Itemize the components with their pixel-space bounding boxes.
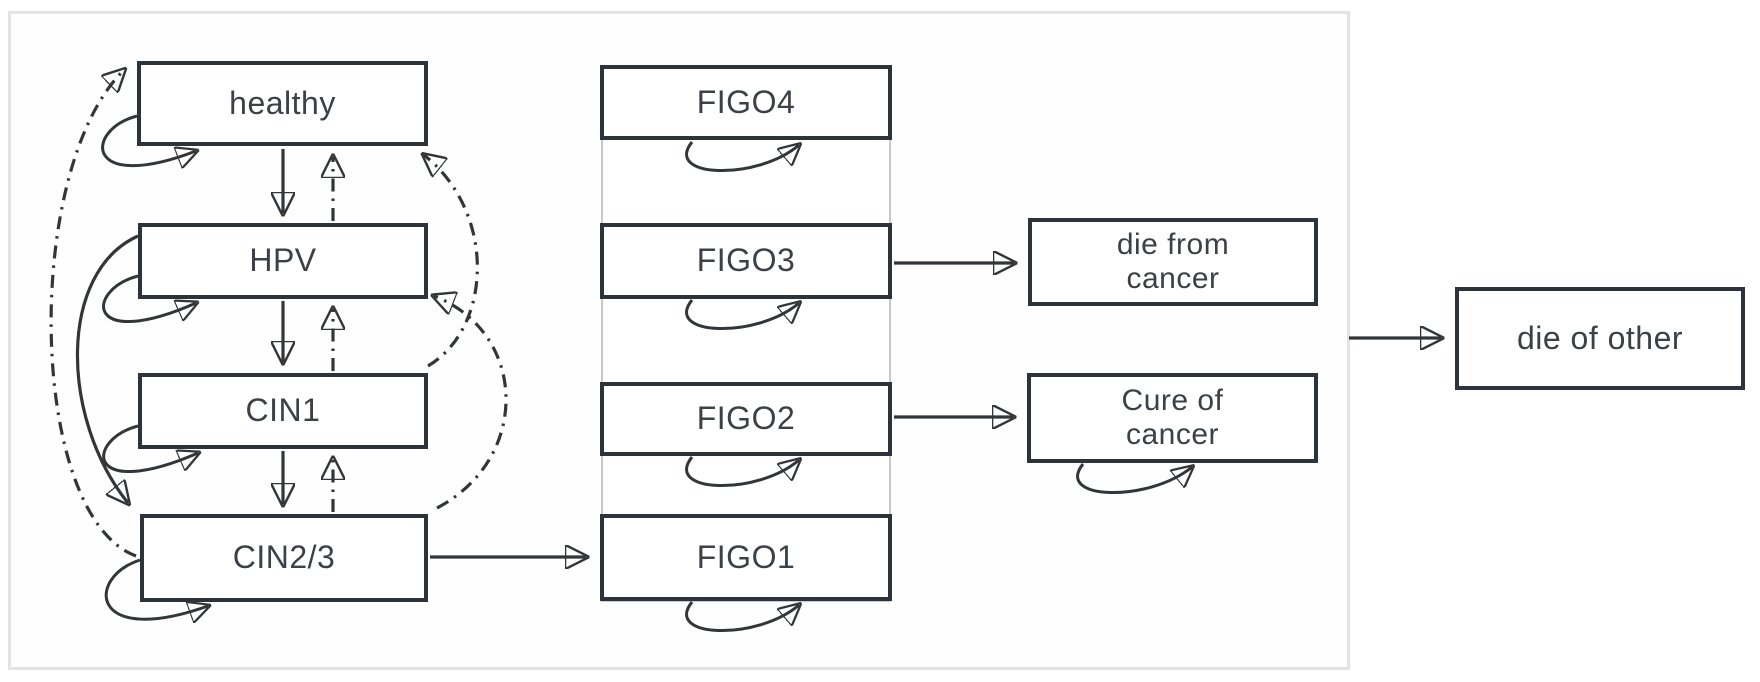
node-figo4: FIGO4 xyxy=(600,65,892,140)
node-figo2-label: FIGO2 xyxy=(696,400,796,437)
node-die-from-cancer-line2: cancer xyxy=(1126,262,1220,295)
node-figo3: FIGO3 xyxy=(600,223,892,299)
node-die-from-cancer: die from cancer xyxy=(1028,218,1318,306)
node-die-of-other: die of other xyxy=(1455,287,1745,390)
node-figo1: FIGO1 xyxy=(600,514,892,601)
node-cin1-label: CIN1 xyxy=(245,392,321,429)
node-cin2-3-label: CIN2/3 xyxy=(232,539,336,576)
node-cin2-3: CIN2/3 xyxy=(140,514,428,602)
node-cin1: CIN1 xyxy=(138,373,428,449)
node-hpv: HPV xyxy=(138,223,428,299)
node-healthy-label: healthy xyxy=(229,84,336,121)
node-cure-of-cancer-line2: cancer xyxy=(1125,418,1220,451)
node-healthy: healthy xyxy=(137,61,428,146)
node-figo1-label: FIGO1 xyxy=(696,538,796,575)
node-cure-of-cancer: Cure of cancer xyxy=(1027,373,1318,463)
node-cure-of-cancer-line1: Cure of xyxy=(1121,384,1224,418)
node-figo3-label: FIGO3 xyxy=(696,242,796,279)
node-die-of-other-label: die of other xyxy=(1516,319,1684,356)
node-figo2: FIGO2 xyxy=(600,382,892,456)
node-die-from-cancer-line1: die from xyxy=(1116,228,1230,262)
node-hpv-label: HPV xyxy=(249,242,317,279)
node-figo4-label: FIGO4 xyxy=(696,83,796,120)
